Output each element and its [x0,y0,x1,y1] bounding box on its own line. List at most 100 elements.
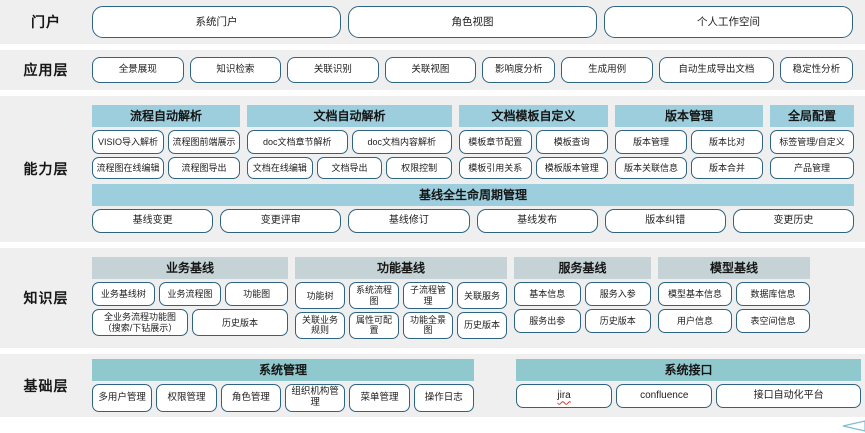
capability-group-version-mgmt: 版本管理 版本管理 版本比对 版本关联信息 版本合并 [615,104,763,179]
baseline-button-change[interactable]: 基线变更 [92,209,214,234]
group-title-model-baseline: 模型基线 [658,257,810,280]
app-button-impact-analysis[interactable]: 影响度分析 [482,57,556,83]
cap-button-version-relation-info[interactable]: 版本关联信息 [615,157,687,179]
app-button-stability-analysis[interactable]: 稳定性分析 [779,57,854,83]
cap-button-flow-export[interactable]: 流程图导出 [168,157,240,179]
kn-button-database-info[interactable]: 数据库信息 [736,282,810,307]
group-row: jira confluence 接口自动化平台 [516,384,861,409]
group-row: 版本管理 版本比对 [615,130,763,154]
app-button-auto-export-doc[interactable]: 自动生成导出文档 [658,57,774,83]
baseline-button-version-correction[interactable]: 版本纠错 [604,209,726,234]
cap-button-doc-online-edit[interactable]: 文档在线编辑 [247,157,313,179]
app-button-relation-view[interactable]: 关联视图 [384,57,477,83]
app-button-relation-recognition[interactable]: 关联识别 [287,57,379,83]
cap-button-doc-export[interactable]: 文档导出 [316,157,383,179]
kn-button-history-version-service[interactable]: 历史版本 [584,309,651,334]
kn-button-function-panorama[interactable]: 功能全景图 [403,312,453,339]
base-button-jira[interactable]: jira [516,384,613,409]
cap-button-flow-frontend-display[interactable]: 流程图前端展示 [168,130,240,154]
capability-group-doc-template: 文档模板自定义 模板章节配置 模板查询 模板引用关系 模板版本管理 [459,104,608,179]
kn-button-user-info[interactable]: 用户信息 [658,309,732,334]
application-button-row: 全景展现 知识检索 关联识别 关联视图 影响度分析 生成用例 自动生成导出文档 … [92,57,854,83]
cap-button-template-chapter-config[interactable]: 模板章节配置 [459,130,532,154]
group-row: doc文档章节解析 doc文档内容解析 [247,130,452,154]
portal-button-role-view[interactable]: 角色视图 [348,6,597,38]
base-button-operation-log[interactable]: 操作日志 [413,384,474,413]
base-button-permission-mgmt[interactable]: 权限管理 [156,384,217,413]
kn-button-function-tree[interactable]: 功能树 [295,282,345,310]
corner-wedge-decoration [842,420,865,432]
app-button-panorama[interactable]: 全景展现 [92,57,184,83]
layer-capability: 能力层 流程自动解析 VISIO导入解析 流程图前端展示 流程图在线编辑 流程图… [0,96,865,242]
kn-button-business-baseline-tree[interactable]: 业务基线树 [92,282,155,307]
group-row: 版本关联信息 版本合并 [615,157,763,179]
group-row: 关联业务规则 属性可配置 功能全景图 历史版本 [295,312,507,339]
kn-button-related-service[interactable]: 关联服务 [457,282,507,310]
cap-button-template-query[interactable]: 模板查询 [535,130,608,154]
layer-body-portal: 系统门户 角色视图 个人工作空间 [92,1,865,43]
knowledge-group-service-baseline: 服务基线 基本信息 服务入参 服务出参 历史版本 [514,257,651,334]
group-row: 服务出参 历史版本 [514,309,651,334]
kn-button-model-basic-info[interactable]: 模型基本信息 [658,282,732,307]
group-row: 用户信息 表空间信息 [658,309,810,334]
cap-button-template-version-mgmt[interactable]: 模板版本管理 [535,157,608,179]
layer-label-application: 应用层 [23,62,69,78]
kn-button-attribute-configurable[interactable]: 属性可配置 [349,312,399,339]
kn-button-service-output-param[interactable]: 服务出参 [514,309,581,334]
layer-body-knowledge: 业务基线 业务基线树 业务流程图 功能图 全业务流程功能图（搜索/下钻展示） 历… [92,252,865,344]
cap-button-tag-mgmt-custom[interactable]: 标签管理/自定义 [770,130,854,154]
base-button-multi-user-mgmt[interactable]: 多用户管理 [92,384,153,413]
cap-button-version-compare[interactable]: 版本比对 [691,130,763,154]
kn-button-service-basic-info[interactable]: 基本信息 [514,282,581,307]
app-button-knowledge-search[interactable]: 知识检索 [189,57,282,83]
group-row: 多用户管理 权限管理 角色管理 组织机构管理 菜单管理 操作日志 [92,384,474,413]
app-button-generate-use-case[interactable]: 生成用例 [561,57,653,83]
group-row: 全业务流程功能图（搜索/下钻展示） 历史版本 [92,309,288,337]
kn-button-full-business-flow-function-chart[interactable]: 全业务流程功能图（搜索/下钻展示） [92,309,188,337]
layer-foundation: 基础层 系统管理 多用户管理 权限管理 角色管理 组织机构管理 菜单管理 操作日… [0,354,865,417]
group-title-business-baseline: 业务基线 [92,257,288,280]
kn-button-business-flow-chart[interactable]: 业务流程图 [158,282,222,307]
cap-button-permission-control[interactable]: 权限控制 [386,157,453,179]
kn-button-function-chart[interactable]: 功能图 [225,282,289,307]
kn-button-history-version-business[interactable]: 历史版本 [192,309,288,337]
kn-button-related-business-rule[interactable]: 关联业务规则 [295,312,345,339]
group-title-doc-template: 文档模板自定义 [459,104,608,127]
group-row: 流程图在线编辑 流程图导出 [92,157,240,179]
base-button-org-structure-mgmt[interactable]: 组织机构管理 [284,384,346,413]
baseline-button-change-history[interactable]: 变更历史 [732,209,855,234]
kn-button-history-version-function[interactable]: 历史版本 [457,312,507,339]
baseline-lifecycle-band: 基线全生命周期管理 基线变更 变更评审 基线修订 基线发布 版本纠错 变更历史 [92,184,855,234]
knowledge-group-model-baseline: 模型基线 模型基本信息 数据库信息 用户信息 表空间信息 [658,257,810,334]
group-title-system-mgmt: 系统管理 [92,358,474,382]
cap-button-product-mgmt[interactable]: 产品管理 [770,157,854,179]
cap-button-doc-chapter-parse[interactable]: doc文档章节解析 [247,130,348,154]
layer-body-foundation: 系统管理 多用户管理 权限管理 角色管理 组织机构管理 菜单管理 操作日志 系统… [92,354,865,417]
group-row: 产品管理 [770,157,854,179]
base-button-menu-mgmt[interactable]: 菜单管理 [349,384,410,413]
baseline-button-change-review[interactable]: 变更评审 [220,209,342,234]
group-row: 模板引用关系 模板版本管理 [459,157,608,179]
baseline-button-revise[interactable]: 基线修订 [348,209,470,234]
cap-button-version-mgmt[interactable]: 版本管理 [615,130,687,154]
portal-button-system[interactable]: 系统门户 [92,6,341,38]
cap-button-template-reference[interactable]: 模板引用关系 [459,157,532,179]
group-title-global-config: 全局配置 [770,104,854,127]
cap-button-doc-content-parse[interactable]: doc文档内容解析 [351,130,452,154]
baseline-button-release[interactable]: 基线发布 [476,209,598,234]
kn-button-subflow-mgmt[interactable]: 子流程管理 [403,282,453,310]
kn-button-tablespace-info[interactable]: 表空间信息 [736,309,810,334]
jira-label: jira [557,390,571,402]
kn-button-system-flow-chart[interactable]: 系统流程图 [349,282,399,310]
portal-button-personal-workspace[interactable]: 个人工作空间 [604,6,853,38]
group-row: 模型基本信息 数据库信息 [658,282,810,307]
group-row: VISIO导入解析 流程图前端展示 [92,130,240,154]
kn-button-service-input-param[interactable]: 服务入参 [584,282,651,307]
cap-button-version-merge[interactable]: 版本合并 [691,157,763,179]
cap-button-flow-online-edit[interactable]: 流程图在线编辑 [92,157,164,179]
base-button-confluence[interactable]: confluence [616,384,713,409]
cap-button-visio-import[interactable]: VISIO导入解析 [92,130,164,154]
base-button-role-mgmt[interactable]: 角色管理 [220,384,281,413]
base-button-api-automation-platform[interactable]: 接口自动化平台 [716,384,861,409]
